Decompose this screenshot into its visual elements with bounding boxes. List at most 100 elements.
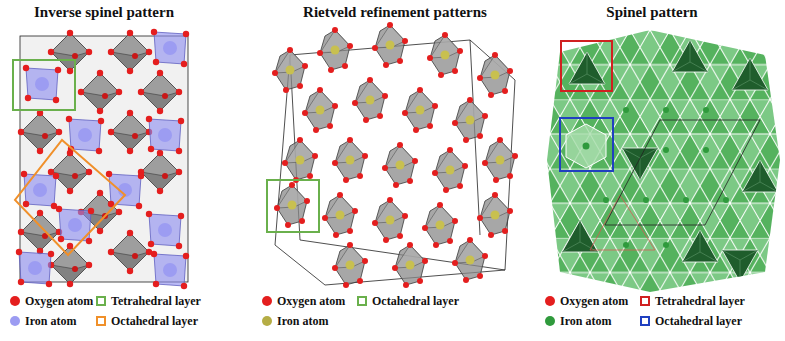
- legend-text: Oxygen atom: [277, 293, 345, 309]
- panel-title: Inverse spinel pattern: [31, 3, 177, 21]
- crystal-shape: [302, 87, 338, 133]
- crystal-shape: [16, 249, 54, 287]
- crystal-shape: [452, 97, 488, 143]
- legend-outline: [357, 296, 367, 306]
- crystal-shape: [683, 197, 689, 203]
- crystal-shape: [322, 192, 358, 238]
- legend-text: Octahedral layer: [111, 313, 198, 329]
- legend-swatch: [10, 316, 20, 326]
- legend-outline: [640, 316, 650, 326]
- crystal-shape: [672, 40, 708, 72]
- crystal-shape: [561, 41, 612, 91]
- crystal-shape: [583, 143, 590, 150]
- crystal-shape: [392, 242, 428, 288]
- crystal-shape: [477, 192, 513, 238]
- crystal-shape: [540, 25, 785, 300]
- legend-text: Tetrahedral layer: [655, 293, 745, 309]
- panel-title: Spinel pattern: [603, 3, 700, 21]
- crystal-shape: [78, 70, 122, 114]
- crystal-shape: [56, 206, 94, 244]
- legend-text: Oxygen atom: [560, 293, 628, 309]
- legend-item: Tetrahedral layer: [640, 293, 745, 309]
- legend-text: Tetrahedral layer: [111, 293, 201, 309]
- legend-text: Iron atom: [25, 313, 76, 329]
- panel-title: Rietveld refinement patterns: [300, 3, 490, 21]
- legend-item: Octahedral layer: [357, 293, 459, 309]
- legend-text: Octahedral layer: [372, 293, 459, 309]
- crystal-shape: [272, 47, 308, 93]
- crystal-shape: [643, 197, 649, 203]
- crystal-shape: [452, 237, 488, 283]
- legend-swatch: [10, 296, 20, 306]
- crystal-shape: [622, 148, 658, 180]
- crystal-shape: [48, 243, 92, 287]
- crystal-shape: [605, 120, 760, 225]
- legend-item: Iron atom: [545, 313, 611, 329]
- spinel-layer: [540, 25, 785, 300]
- crystal-shape: [590, 195, 655, 250]
- legend-text: Oxygen atom: [25, 293, 93, 309]
- rietveld-cell: [267, 22, 518, 288]
- crystal-shape: [623, 242, 629, 248]
- crystal-shape: [332, 242, 368, 288]
- crystal-shape: [138, 150, 182, 194]
- crystal-shape: [317, 27, 353, 73]
- crystal-shape: [352, 77, 388, 123]
- crystal-shape: [108, 30, 152, 74]
- legend-text: Iron atom: [277, 313, 328, 329]
- crystal-shape: [722, 250, 758, 282]
- crystal-shape: [23, 65, 61, 103]
- crystal-shape: [13, 60, 75, 110]
- crystal-shape: [146, 116, 184, 154]
- crystal-shape: [18, 210, 62, 254]
- legend-item: Octahedral layer: [640, 313, 742, 329]
- crystal-shape: [540, 25, 785, 300]
- crystal-shape: [663, 147, 669, 153]
- legend-item: Iron atom: [262, 313, 328, 329]
- crystal-shape: [146, 211, 184, 249]
- crystal-shape: [663, 242, 669, 248]
- crystal-shape: [603, 197, 609, 203]
- crystal-shape: [482, 137, 518, 183]
- legend-swatch: [545, 296, 555, 306]
- crystal-shape: [703, 147, 709, 153]
- legend-item: Oxygen atom: [10, 293, 93, 309]
- crystal-shape: [138, 70, 182, 114]
- crystal-shape: [562, 220, 598, 252]
- legend-item: Oxygen atom: [545, 293, 628, 309]
- inverse-spinel-cell: [13, 29, 189, 289]
- crystal-shape: [402, 87, 438, 133]
- crystal-shape: [432, 147, 468, 193]
- crystal-shape: [372, 22, 408, 68]
- legend-outline: [96, 296, 106, 306]
- legend-item: Tetrahedral layer: [96, 293, 201, 309]
- legend-swatch: [262, 296, 272, 306]
- crystal-shape: [569, 52, 605, 84]
- crystal-shape: [267, 180, 319, 232]
- legend-outline: [96, 316, 106, 326]
- crystal-shape: [382, 142, 418, 188]
- crystal-shape: [108, 230, 152, 274]
- crystal-shape: [151, 251, 189, 289]
- legend-swatch: [545, 316, 555, 326]
- crystal-shape: [274, 182, 310, 228]
- legend-swatch: [262, 316, 272, 326]
- crystal-shape: [275, 40, 515, 285]
- crystal-shape: [106, 171, 144, 209]
- crystal-shape: [663, 107, 669, 113]
- crystal-shape: [422, 202, 458, 248]
- legend-text: Iron atom: [560, 313, 611, 329]
- crystal-shape: [21, 171, 59, 209]
- legend-outline: [640, 296, 650, 306]
- crystal-shape: [427, 32, 463, 78]
- crystal-shape: [732, 58, 768, 90]
- crystal-shape: [703, 107, 709, 113]
- crystal-shape: [332, 137, 368, 183]
- crystal-shape: [151, 29, 189, 67]
- crystal-shape: [108, 110, 152, 154]
- crystal-shape: [566, 124, 606, 168]
- crystal-shape: [682, 230, 718, 262]
